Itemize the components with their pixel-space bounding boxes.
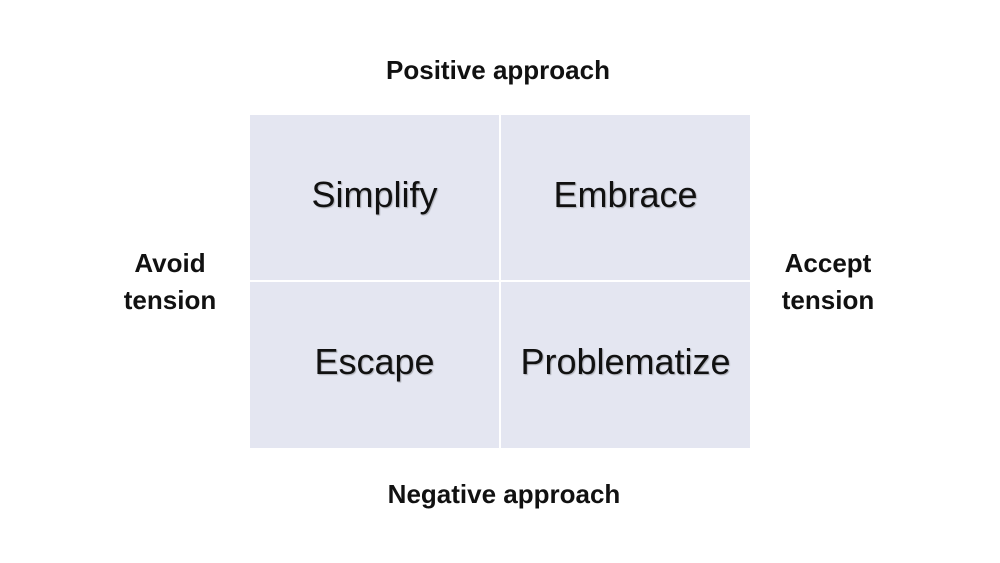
axis-label-accept-tension: Accept tension	[768, 245, 888, 319]
quadrant-label-embrace: Embrace	[553, 173, 698, 215]
axis-label-accept-tension-line-2: tension	[781, 285, 875, 315]
axis-label-avoid-tension-line-2: tension	[123, 285, 217, 315]
quadrant-label-escape: Escape	[314, 341, 435, 382]
axis-label-negative-approach: Negative approach	[387, 479, 621, 509]
axis-label-positive-approach: Positive approach	[386, 55, 610, 85]
axis-label-avoid-tension-line-1: Avoid	[134, 248, 206, 278]
quadrant-label-simplify: Simplify	[311, 173, 438, 215]
axis-label-avoid-tension: Avoid tension	[110, 245, 230, 319]
quadrant-top-left: Simplify	[250, 115, 499, 280]
quadrant-grid: Simplify Embrace Escape Problematize	[250, 115, 750, 448]
quadrant-label-problematize: Problematize	[520, 341, 731, 382]
quadrant-bottom-left: Escape	[250, 282, 499, 448]
axis-label-accept-tension-line-1: Accept	[784, 248, 872, 278]
quadrant-top-right: Embrace	[501, 115, 750, 280]
quadrant-bottom-right: Problematize	[501, 282, 750, 448]
